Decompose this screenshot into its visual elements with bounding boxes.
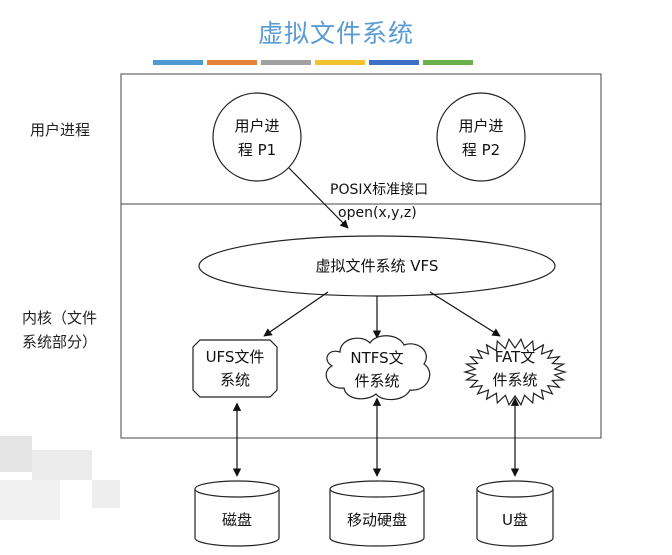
title-color-bar: [315, 60, 365, 65]
portable-hdd-cylinder: 移动硬盘: [329, 480, 425, 547]
vfs-label: 虚拟文件系统 VFS: [316, 257, 439, 275]
obscured-patch: [32, 450, 92, 480]
ufs-label-line2: 系统: [220, 371, 250, 389]
title-color-bar: [261, 60, 311, 65]
fat-label-line1: FAT文: [495, 348, 536, 366]
process-p1-line1: 用户进: [234, 117, 279, 135]
process-p2-line2: 程 P2: [462, 141, 500, 159]
ntfs-label-line2: 件系统: [354, 372, 399, 390]
title-color-bar: [369, 60, 419, 65]
ntfs-label-line1: NTFS文: [350, 349, 403, 367]
vfs-to-ufs-arrow: [263, 291, 329, 337]
open-call-label: open(x,y,z): [338, 205, 417, 221]
disk-cylinder: 磁盘: [194, 480, 280, 547]
kernel-label-line2: 系统部分）: [22, 333, 98, 351]
kernel-label-line1: 内核（文件: [22, 309, 98, 327]
process-p2-line1: 用户进: [458, 117, 503, 135]
vfs-to-fat-arrow: [429, 291, 501, 337]
process-p2-circle: [436, 92, 526, 182]
process-p1-circle: [212, 92, 302, 182]
ntfs-cloud: [325, 335, 431, 401]
page-title: 虚拟文件系统: [257, 19, 414, 48]
obscured-patch: [0, 480, 60, 520]
fat-starburst: [462, 337, 568, 407]
ufs-box: [192, 339, 278, 398]
usb-drive-label: U盘: [502, 511, 528, 529]
kernel-space-region: [120, 203, 602, 439]
portable-hdd-label: 移动硬盘: [347, 511, 407, 529]
title-color-bar: [153, 60, 203, 65]
title-color-bar: [423, 60, 473, 65]
fat-label-line2: 件系统: [492, 371, 537, 389]
process-p1-line2: 程 P1: [238, 141, 276, 159]
user-process-label: 用户进程: [30, 121, 91, 139]
disk-label: 磁盘: [222, 511, 252, 529]
obscured-patch: [92, 480, 120, 508]
p1-to-vfs-arrow: [288, 167, 349, 229]
obscured-patch: [0, 436, 32, 472]
usb-drive-cylinder: U盘: [476, 480, 554, 547]
title-color-bar: [207, 60, 257, 65]
ufs-label-line1: UFS文件: [206, 348, 265, 366]
posix-interface-label: POSIX标准接口: [330, 181, 428, 198]
